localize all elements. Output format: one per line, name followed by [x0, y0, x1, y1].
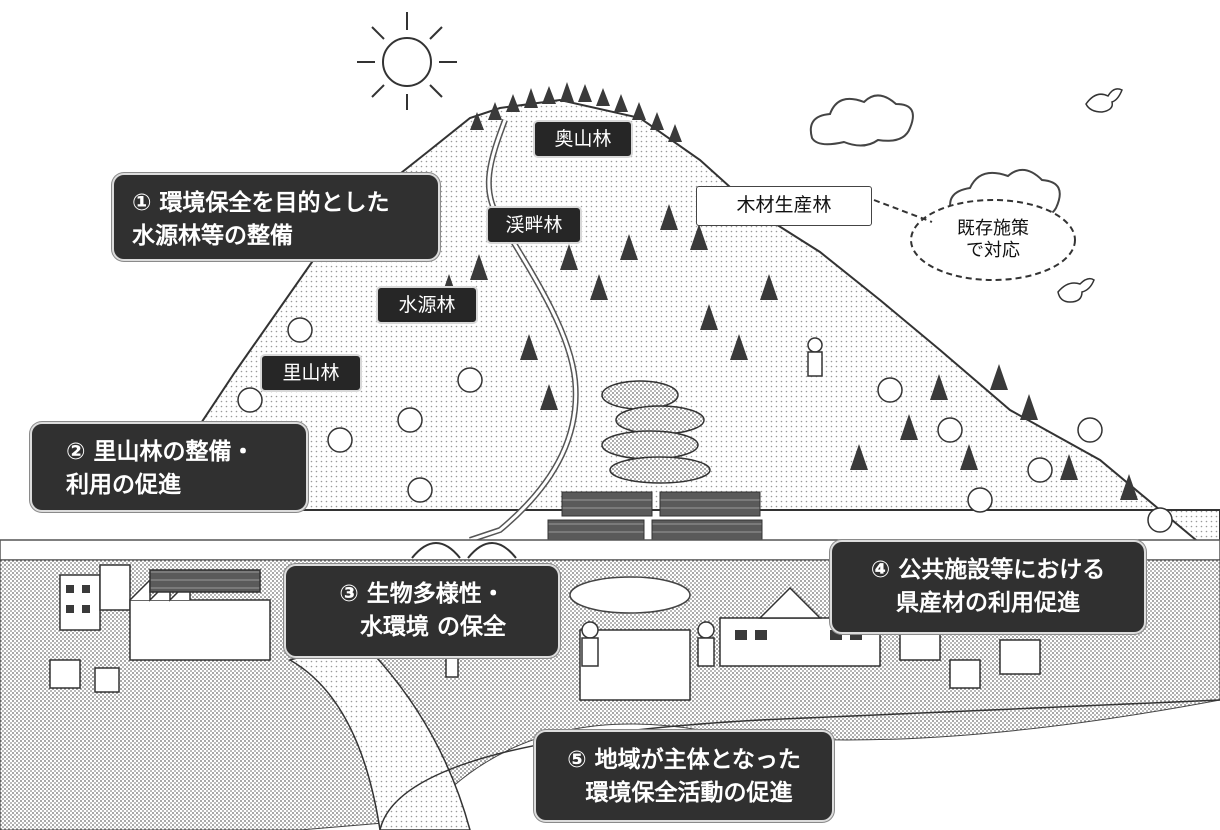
mokuzai-zone-label: 木材生産林: [696, 186, 872, 226]
terraces: [601, 380, 711, 484]
policy-4-line1: 公共施設等における: [898, 557, 1106, 583]
satoyama-zone-label: 里山林: [260, 354, 362, 392]
policy-4-line2: 県産材の利用促進: [896, 590, 1080, 616]
policy-4-number: ④: [870, 557, 891, 583]
policy-5-number: ⑤: [567, 747, 587, 773]
pond: [569, 576, 691, 614]
bridge: [411, 542, 517, 559]
policy-3-number: ③: [339, 581, 359, 607]
window-marks: [66, 585, 862, 640]
deciduous-tree-icons: [237, 317, 1173, 533]
policy-2-number: ②: [66, 439, 86, 465]
existing-policy-text: 既存施策 で対応: [930, 218, 1056, 262]
policy-box-4: ④ 公共施設等における 県産材の利用促進: [830, 540, 1146, 634]
existing-policy-bubble: [873, 199, 1076, 281]
building-icons: [49, 564, 1041, 701]
policy-1-line1: 環境保全を目的とした: [159, 190, 390, 216]
policy-5-line2: 環境保全活動の促進: [585, 780, 793, 806]
tree-icons: [440, 82, 1138, 500]
policy-box-2: ② 里山林の整備・ 利用の促進: [30, 422, 308, 512]
policy-3-line1: 生物多様性・: [366, 581, 505, 607]
policy-2-line1: 里山林の整備・: [93, 439, 255, 465]
policy-3-line2: 水環境 の保全: [359, 614, 506, 640]
policy-box-3: ③ 生物多様性・ 水環境 の保全: [284, 564, 560, 658]
existing-policy-line2: で対応: [966, 240, 1020, 261]
keihan-zone-label: 渓畔林: [486, 206, 582, 244]
policy-box-5: ⑤ 地域が主体となった 環境保全活動の促進: [534, 730, 834, 822]
suigen-zone-label: 水源林: [376, 286, 478, 324]
road: [288, 639, 471, 830]
policy-box-1: ① 環境保全を目的とした 水源林等の整備: [112, 173, 440, 261]
policy-5-line1: 地域が主体となった: [594, 747, 801, 773]
existing-policy-line1: 既存施策: [957, 218, 1029, 239]
policy-2-line2: 利用の促進: [66, 472, 181, 498]
policy-1-line2: 水源林等の整備: [132, 223, 293, 249]
bird-icon: [1057, 88, 1123, 303]
okuyama-zone-label: 奥山林: [533, 120, 633, 158]
policy-1-number: ①: [132, 190, 152, 216]
sun-icon: [357, 12, 457, 110]
